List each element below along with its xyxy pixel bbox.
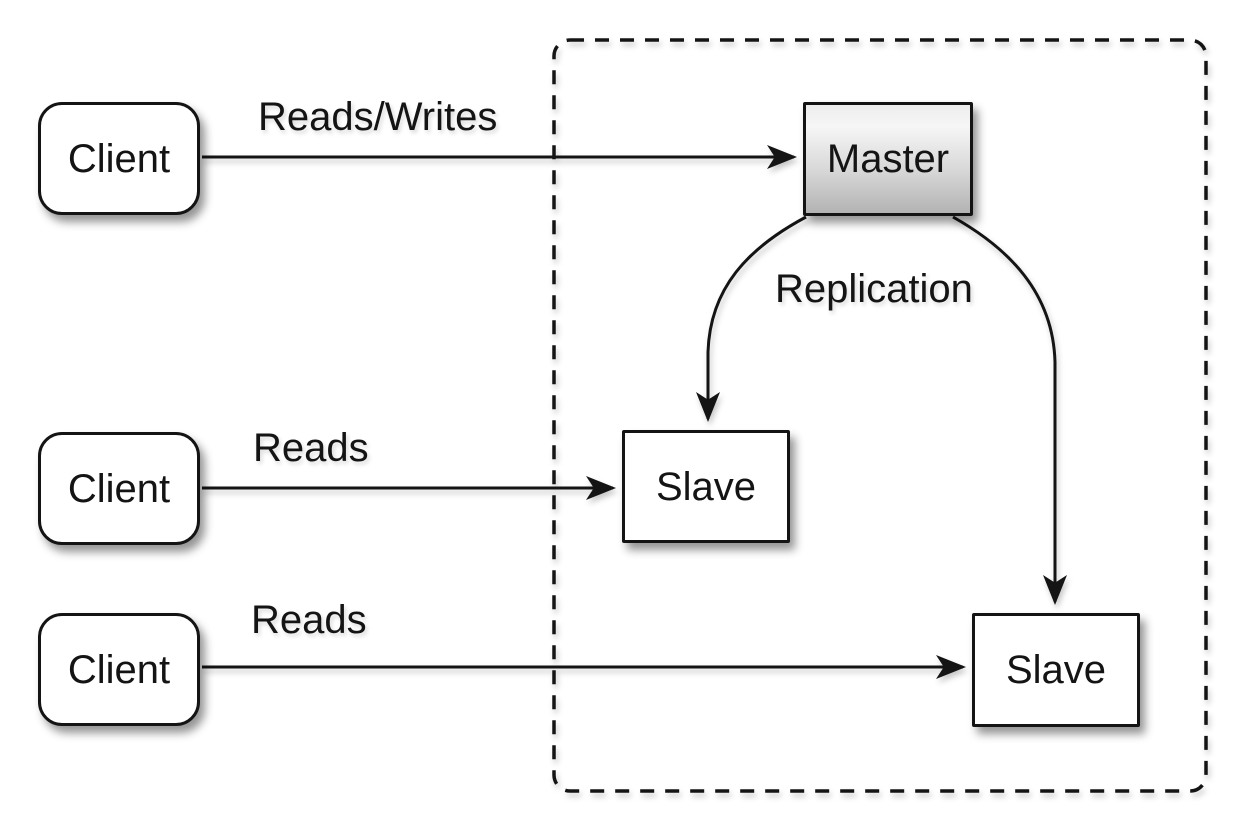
edge-label-reads-writes: Reads/Writes bbox=[258, 95, 498, 139]
node-client-1: Client bbox=[38, 102, 200, 215]
arrow-master-to-slave2 bbox=[952, 215, 1067, 605]
node-client-3-label: Client bbox=[67, 647, 171, 692]
edge-label-replication: Replication bbox=[775, 267, 973, 311]
node-slave-2-label: Slave bbox=[1005, 648, 1107, 692]
node-client-2-label: Client bbox=[67, 466, 171, 511]
cluster-dashed-border bbox=[552, 38, 1208, 793]
node-slave-2: Slave bbox=[972, 613, 1140, 727]
node-master: Master bbox=[803, 102, 973, 216]
node-client-2: Client bbox=[38, 432, 200, 545]
arrow-master-to-slave1 bbox=[696, 215, 807, 422]
node-client-3: Client bbox=[38, 613, 200, 726]
edge-label-reads-slave2: Reads bbox=[251, 598, 367, 642]
node-master-label: Master bbox=[826, 137, 950, 181]
node-slave-1-label: Slave bbox=[655, 464, 757, 509]
node-slave-1: Slave bbox=[622, 430, 790, 543]
node-client-1-label: Client bbox=[67, 136, 171, 181]
edge-label-reads-slave1: Reads bbox=[253, 426, 369, 470]
